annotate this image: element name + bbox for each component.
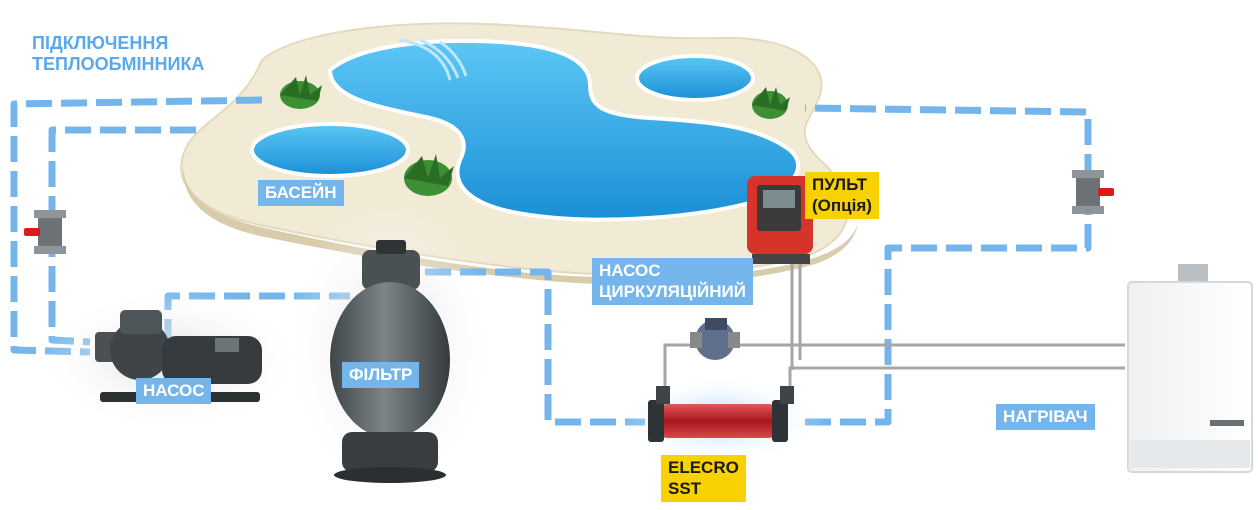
control-label-line1: ПУЛЬТ — [812, 175, 867, 194]
filter-label-text: ФІЛЬТР — [349, 365, 413, 384]
heater-label-text: НАГРІВАЧ — [1003, 407, 1088, 426]
heat-exchanger-label: ELECRO SST — [661, 455, 746, 502]
pump-label: НАСОС — [136, 378, 212, 404]
sand-filter-icon — [285, 200, 495, 500]
control-label: ПУЛЬТ (Опція) — [805, 172, 879, 219]
circulation-pump-label: НАСОС ЦИРКУЛЯЦІЙНИЙ — [592, 258, 753, 305]
pool-water-small-right — [635, 54, 755, 102]
pump-label-text: НАСОС — [143, 381, 205, 400]
pool-steps — [399, 38, 468, 81]
diagram-title: ПІДКЛЮЧЕННЯ ТЕПЛООБМІННИКА — [32, 33, 204, 75]
control-panel-icon — [747, 176, 813, 264]
pool-label-text: БАСЕЙН — [265, 183, 337, 202]
plant-icon — [280, 75, 790, 196]
pipe-filter-to-exchanger — [425, 268, 645, 426]
pipe-exchanger-to-pool — [804, 104, 1092, 426]
heater-pipes — [663, 255, 1125, 392]
pool-label: БАСЕЙН — [258, 180, 344, 206]
circulation-pump-icon — [690, 318, 740, 360]
pool-water-small-left — [250, 122, 410, 178]
circulation-pump-label-line2: ЦИРКУЛЯЦІЙНИЙ — [599, 282, 746, 301]
control-label-line2: (Опція) — [812, 196, 872, 215]
pipe-heater-supply — [663, 343, 1125, 392]
pipe-heater-return — [788, 366, 1125, 390]
heat-exchanger-icon — [615, 375, 825, 465]
gas-boiler-icon — [1127, 264, 1253, 473]
heat-exchanger-label-line1: ELECRO — [668, 458, 739, 477]
pool-pump-icon — [35, 288, 305, 432]
diagram-title-line2: ТЕПЛООБМІННИКА — [32, 54, 205, 74]
swimming-pool-icon — [180, 22, 859, 285]
ball-valve-icon — [24, 170, 1114, 254]
filter-label: ФІЛЬТР — [342, 362, 420, 388]
circulation-pump-label-line1: НАСОС — [599, 261, 661, 280]
diagram-title-line1: ПІДКЛЮЧЕННЯ — [32, 33, 169, 53]
heat-exchanger-label-line2: SST — [668, 479, 702, 498]
heater-label: НАГРІВАЧ — [996, 404, 1095, 430]
